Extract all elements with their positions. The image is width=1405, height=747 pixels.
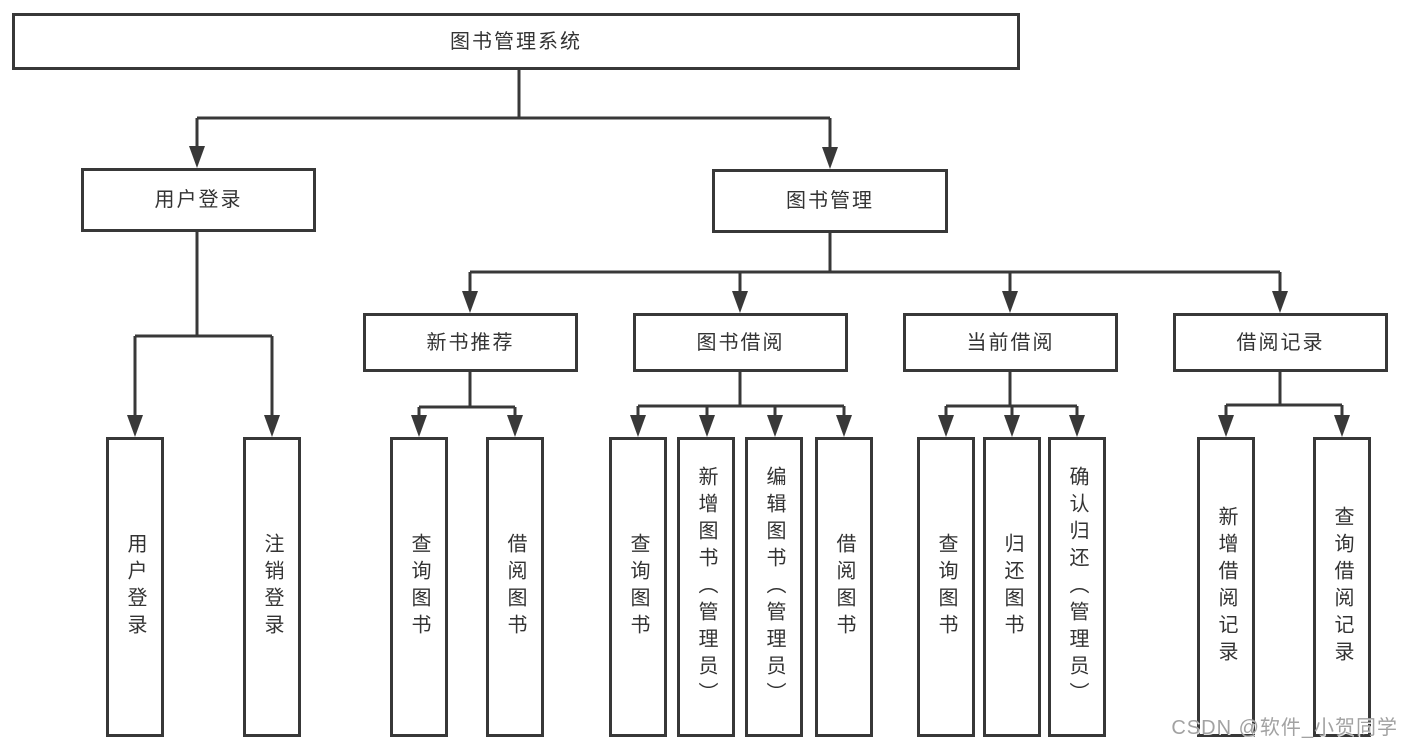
leaf-records-query-record-label: 查询借阅记录 [1331, 506, 1353, 668]
leaf-borrow-borrow-books: 借阅图书 [815, 437, 873, 737]
leaf-current-return-books: 归还图书 [983, 437, 1041, 737]
leaf-records-query-record: 查询借阅记录 [1313, 437, 1371, 737]
node-new-book-recommend-label: 新书推荐 [426, 331, 515, 354]
csdn-watermark: CSDN @软件_小贺同学 [1171, 717, 1398, 739]
leaf-borrow-query-books-label: 查询图书 [627, 533, 649, 641]
node-root-label: 图书管理系统 [450, 30, 582, 53]
node-book-borrow: 图书借阅 [633, 313, 848, 372]
node-user-login: 用户登录 [81, 168, 316, 232]
node-current-borrow: 当前借阅 [903, 313, 1118, 372]
leaf-current-return-books-label: 归还图书 [1001, 533, 1023, 641]
leaf-user-login: 用户登录 [106, 437, 164, 737]
leaf-recommend-query-books: 查询图书 [390, 437, 448, 737]
leaf-current-confirm-return-label: 确认归还（管理员） [1066, 465, 1088, 709]
node-current-borrow-label: 当前借阅 [966, 331, 1055, 354]
leaf-recommend-borrow-books: 借阅图书 [486, 437, 544, 737]
leaf-recommend-query-books-label: 查询图书 [408, 533, 430, 641]
leaf-borrow-query-books: 查询图书 [609, 437, 667, 737]
leaf-borrow-edit-books: 编辑图书（管理员） [745, 437, 803, 737]
leaf-records-add-record-label: 新增借阅记录 [1215, 506, 1237, 668]
node-user-login-label: 用户登录 [154, 189, 243, 211]
node-book-management-label: 图书管理 [786, 190, 874, 212]
leaf-current-confirm-return: 确认归还（管理员） [1048, 437, 1106, 737]
leaf-logout: 注销登录 [243, 437, 301, 737]
leaf-records-add-record: 新增借阅记录 [1197, 437, 1255, 737]
leaf-recommend-borrow-books-label: 借阅图书 [504, 533, 526, 641]
leaf-current-query-books: 查询图书 [917, 437, 975, 737]
leaf-borrow-borrow-books-label: 借阅图书 [833, 533, 855, 641]
leaf-borrow-add-books-label: 新增图书（管理员） [695, 465, 717, 709]
node-new-book-recommend: 新书推荐 [363, 313, 578, 372]
node-book-management: 图书管理 [712, 169, 948, 233]
leaf-current-query-books-label: 查询图书 [935, 533, 957, 641]
node-root: 图书管理系统 [12, 13, 1020, 70]
leaf-logout-label: 注销登录 [261, 533, 283, 641]
leaf-user-login-label: 用户登录 [124, 533, 146, 641]
leaf-borrow-edit-books-label: 编辑图书（管理员） [763, 465, 785, 709]
leaf-borrow-add-books: 新增图书（管理员） [677, 437, 735, 737]
node-borrow-records-label: 借阅记录 [1236, 331, 1325, 354]
node-book-borrow-label: 图书借阅 [696, 331, 785, 354]
node-borrow-records: 借阅记录 [1173, 313, 1388, 372]
